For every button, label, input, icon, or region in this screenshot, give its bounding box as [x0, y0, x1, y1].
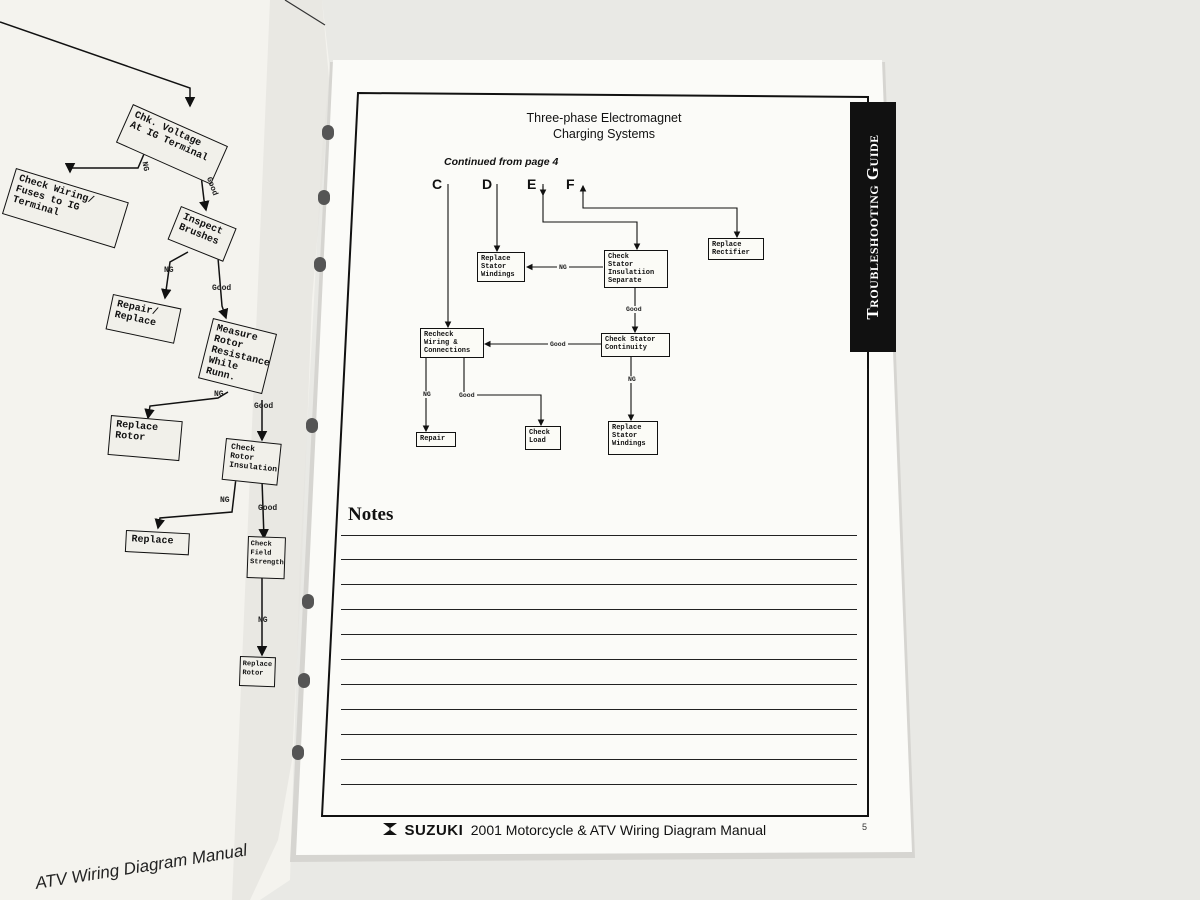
- footer: SUZUKI 2001 Motorcycle & ATV Wiring Diag…: [380, 821, 766, 840]
- notes-heading: Notes: [348, 504, 394, 525]
- notes-line: [341, 659, 857, 660]
- replace-stator-windings-bottom-box: Replace Stator Windings: [608, 421, 658, 455]
- notes-line: [341, 584, 857, 585]
- binder-hole: [322, 125, 334, 140]
- chart-title: Three-phase Electromagnet Charging Syste…: [490, 110, 718, 142]
- notes-line: [341, 684, 857, 685]
- notes-line: [341, 759, 857, 760]
- good-label: Good: [258, 504, 278, 513]
- connector-f: F: [566, 176, 575, 192]
- notes-line: [341, 559, 857, 560]
- connector-e: E: [527, 176, 537, 192]
- check-stator-continuity-box: Check Stator Continuity: [601, 333, 670, 357]
- connector-c: C: [432, 176, 443, 192]
- good-label: Good: [624, 306, 644, 313]
- binder-hole: [306, 418, 318, 433]
- good-label: Good: [212, 284, 232, 293]
- good-label: Good: [254, 402, 274, 411]
- check-stator-insulation-box: Check Stator Insulatiion Separate: [604, 250, 668, 288]
- notes-line: [341, 609, 857, 610]
- binder-hole: [302, 594, 314, 609]
- recheck-wiring-box: Recheck Wiring & Connections: [420, 328, 484, 358]
- ng-label: NG: [164, 266, 174, 275]
- repair-box: Repair: [416, 432, 456, 447]
- notes-line: [341, 634, 857, 635]
- side-tab: Troubleshooting Guide: [850, 102, 896, 352]
- good-label: Good: [548, 341, 568, 348]
- page-number: 5: [862, 822, 868, 832]
- binder-hole: [318, 190, 330, 205]
- title-line-2: Charging Systems: [552, 127, 656, 141]
- title-line-1: Three-phase Electromagnet: [526, 111, 682, 125]
- ng-label: NG: [220, 496, 230, 505]
- notes-line: [341, 734, 857, 735]
- replace-rectifier-box: Replace Rectifier: [708, 238, 764, 260]
- ng-label: NG: [421, 391, 433, 398]
- good-label: Good: [457, 392, 477, 399]
- connector-d: D: [482, 176, 493, 192]
- suzuki-logo-icon: [383, 823, 397, 835]
- check-load-box: Check Load: [525, 426, 561, 450]
- notes-line: [341, 535, 857, 536]
- replace-stator-windings-top-box: Replace Stator Windings: [477, 252, 525, 282]
- binder-hole: [314, 257, 326, 272]
- footer-brand: SUZUKI: [404, 822, 464, 839]
- ng-label: NG: [214, 390, 224, 399]
- ng-label: NG: [626, 376, 638, 383]
- binder-hole: [292, 745, 304, 760]
- footer-text: 2001 Motorcycle & ATV Wiring Diagram Man…: [470, 822, 767, 838]
- notes-line: [341, 784, 857, 785]
- ng-label: NG: [258, 616, 268, 625]
- binder-hole: [298, 673, 310, 688]
- continued-from: Continued from page 4: [444, 156, 559, 168]
- ng-label: NG: [557, 264, 569, 271]
- notes-line: [341, 709, 857, 710]
